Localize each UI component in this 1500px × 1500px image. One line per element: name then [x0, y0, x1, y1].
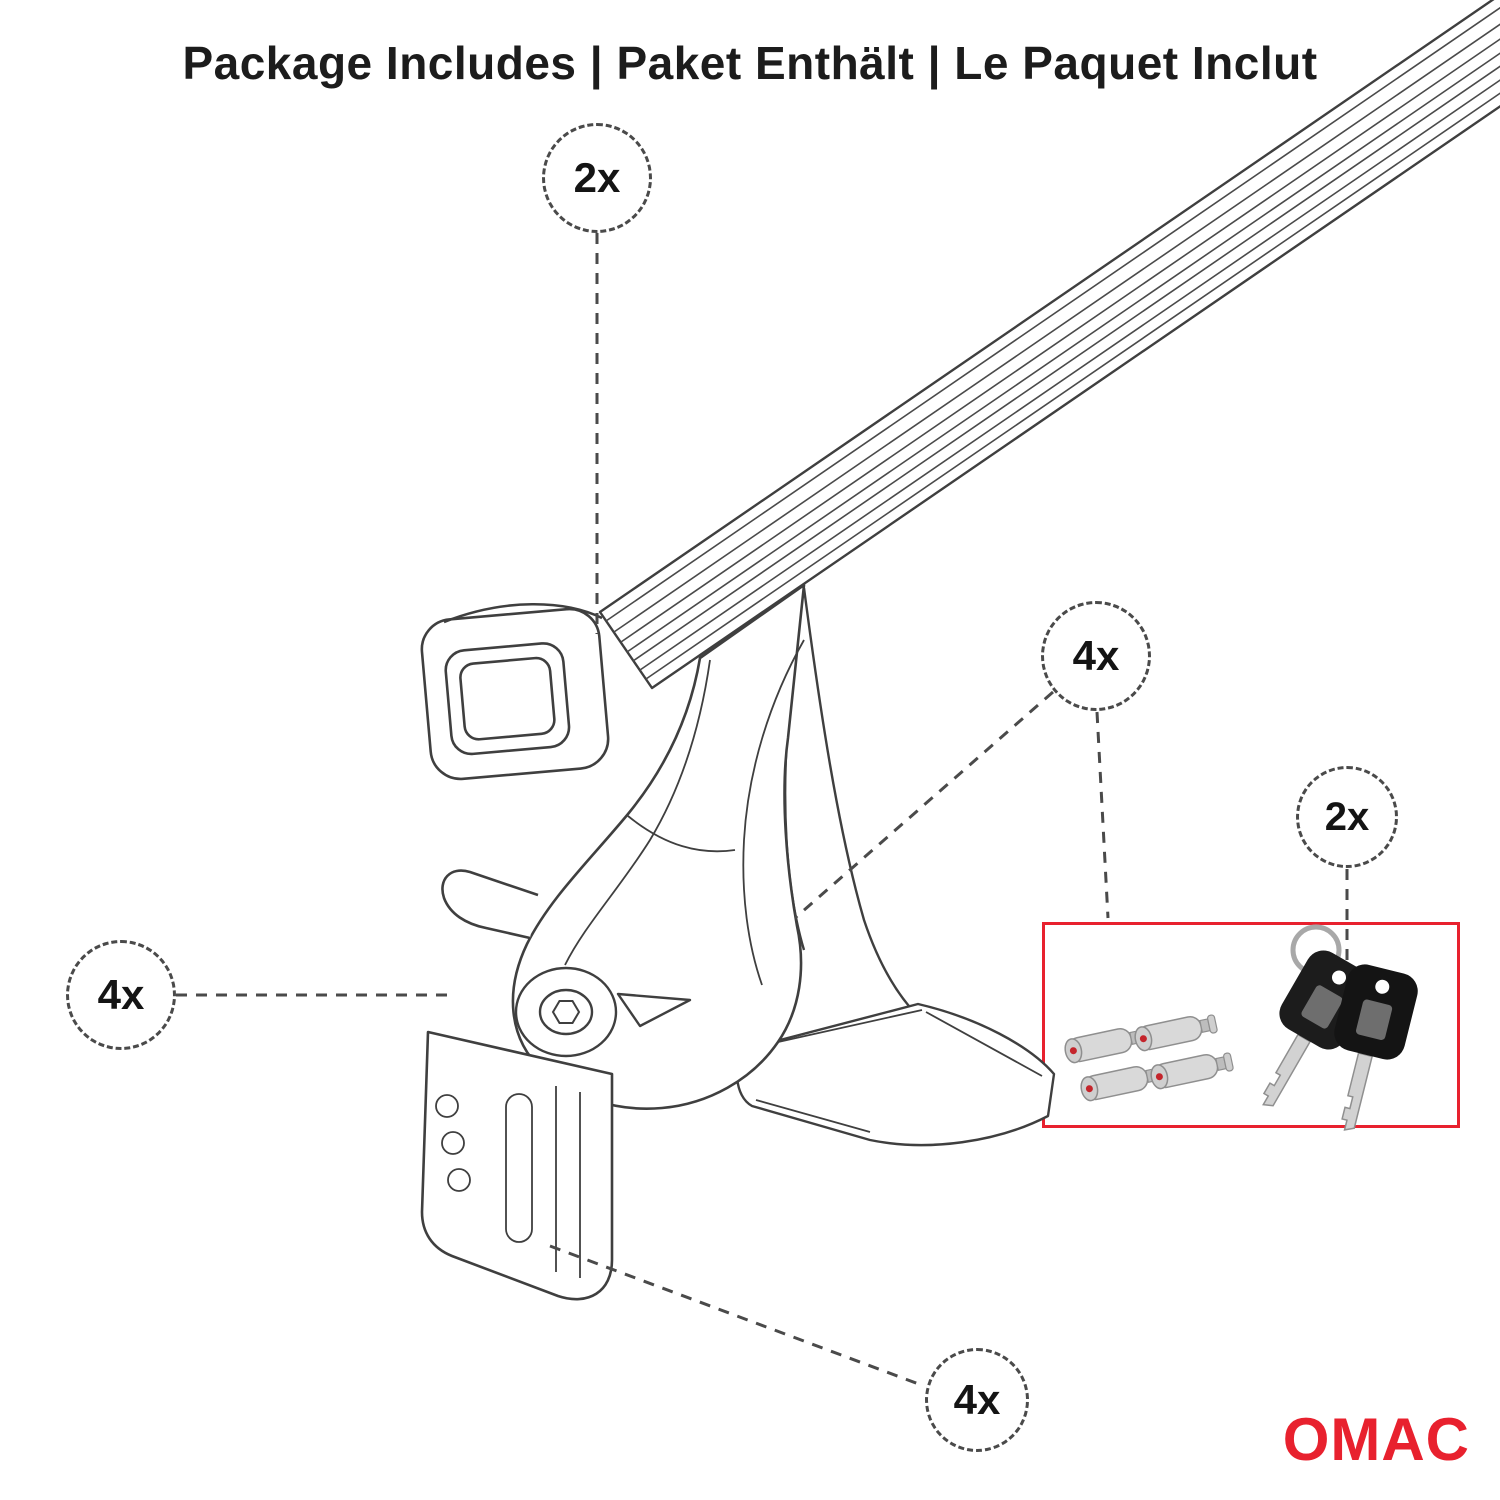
omac-logo: OMAC — [1282, 1406, 1470, 1473]
callout-crossbar-quantity: 2x — [542, 123, 652, 233]
key-front — [1334, 964, 1418, 1131]
bolt-drawing — [514, 966, 692, 1058]
lock-cylinders-photo — [1064, 1014, 1234, 1102]
callout-keys-label: 2x — [1324, 794, 1370, 839]
foot-pad-drawing — [735, 587, 1056, 1147]
callout-lock-bolts-label: 4x — [1072, 632, 1120, 679]
callout-lock-bolts-quantity: 4x — [1041, 601, 1151, 711]
callout-foot-label: 4x — [97, 971, 145, 1018]
leader-clamp — [549, 1244, 925, 1388]
clamp-plate-drawing — [420, 1030, 614, 1301]
leader-lines — [176, 233, 1349, 1388]
callout-clamp-quantity: 4x — [925, 1348, 1029, 1452]
end-cap-drawing — [420, 602, 610, 781]
keys-photo — [1262, 924, 1418, 1131]
page-title: Package Includes | Paket Enthält | Le Pa… — [182, 37, 1318, 89]
leader-bolts-to-foot — [794, 690, 1054, 920]
callout-crossbar-label: 2x — [573, 154, 621, 201]
callout-foot-quantity: 4x — [66, 940, 176, 1050]
crossbar-drawing — [598, 0, 1500, 690]
leader-bolts-to-inset — [1095, 711, 1110, 919]
callout-clamp-label: 4x — [953, 1376, 1001, 1423]
callout-keys-quantity: 2x — [1296, 766, 1398, 868]
